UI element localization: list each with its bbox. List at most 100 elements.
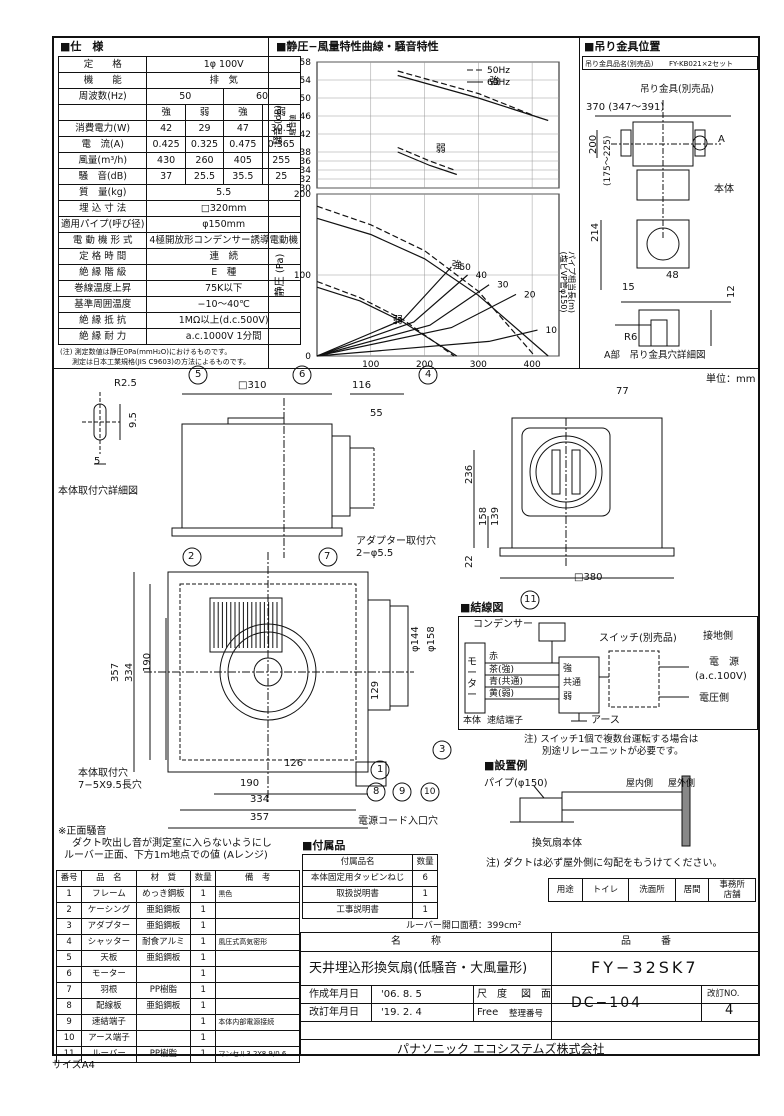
callout-7: 7: [324, 551, 331, 562]
parts-cell: 亜鉛鋼板: [135, 950, 192, 967]
parts-cell: 本体内部電源接続: [215, 1014, 300, 1031]
tb-company: パナソニック エコシステムズ株式会社: [397, 1042, 605, 1056]
spec-label: 埋 込 寸 法: [57, 200, 148, 217]
pressure-curve: [316, 280, 455, 357]
noise-weak-label: 弱: [436, 143, 446, 155]
parts-cell: 耐食アルミ: [135, 934, 192, 951]
wiring-earth: アース: [591, 715, 620, 726]
usage-item: 事務所 店舗: [708, 878, 756, 902]
pipe-resistance-curve: [316, 284, 490, 357]
parts-cell: アダプター: [81, 918, 137, 935]
noise-tick-label: 32: [300, 175, 311, 185]
plan-adapter-label: アダプター取付穴: [356, 536, 436, 547]
spec-label: 絶 縁 抵 抗: [57, 312, 148, 329]
wiring-note-1: 注) スイッチ1個で複数台運転する場合は: [524, 734, 699, 745]
callout-4: 4: [425, 369, 432, 380]
parts-cell: PP樹脂: [135, 1046, 192, 1063]
spec-note-1: (注) 測定数値は静圧0Pa(mmH₂O)におけるものです。: [60, 348, 232, 356]
hanger-dim-48: 48: [666, 270, 679, 281]
noise-tick-label: 58: [300, 58, 312, 68]
hanger-dim-15: 15: [622, 282, 635, 293]
parts-cell: [215, 918, 300, 935]
accessories-cell: 工事説明書: [301, 902, 414, 919]
parts-cell: 3: [55, 918, 83, 935]
accessories-header: 数量: [412, 854, 438, 871]
hole-d5: 5: [94, 456, 101, 467]
mount-hole-detail: [82, 392, 121, 465]
plan-dim-126: 126: [284, 758, 304, 769]
plan-dim-357: 357: [110, 662, 121, 682]
parts-cell: 亜鉛鋼板: [135, 902, 192, 919]
parts-cell: 1: [190, 982, 217, 999]
install-drawing: [510, 775, 691, 847]
parts-cell: 亜鉛鋼板: [135, 918, 192, 935]
pipe-length-label: 30: [497, 281, 509, 291]
pressure-tick-label: 200: [294, 190, 311, 200]
usage-label: 用途: [548, 878, 583, 902]
install-title: ■設置例: [484, 759, 528, 772]
noise-tick-label: 34: [300, 166, 312, 176]
wiring-power: 電 源: [709, 657, 739, 668]
pipe-label-2: (塩ビVP管φ150): [559, 251, 569, 312]
callout-5: 5: [195, 369, 202, 380]
plan-adapter-holes: 2−φ5.5: [356, 548, 394, 559]
spec-label: 消費電力(W): [57, 120, 148, 137]
pipe-length-label: 10: [545, 326, 557, 336]
chart-title: ■静圧−風量特性曲線・騒音特性: [276, 40, 439, 53]
parts-cell: めっき鋼板: [135, 886, 192, 903]
pipe-resistance-curve: [316, 274, 468, 357]
wiring-title: ■結線図: [460, 601, 504, 614]
parts-cell: [215, 982, 300, 999]
spec-row: 適用パイプ(呼び径)φ150mm: [57, 216, 301, 233]
pipe-resistance-curve: [316, 329, 538, 357]
parts-cell: 1: [190, 918, 217, 935]
spec-value: 37: [146, 168, 186, 185]
hanger-metal-label: 吊り金具(別売品): [640, 84, 714, 95]
title-block: 名 称 品 番 天井埋込形換気扇(低騒音・大風量形) FY−32SK7 作成年月…: [300, 932, 760, 1056]
spec-label: 適用パイプ(呼び径): [57, 216, 148, 233]
parts-cell: [135, 966, 192, 983]
parts-cell: [215, 950, 300, 967]
spec-row: 強弱強弱: [57, 104, 301, 121]
plan-callouts-bottom: [366, 740, 452, 802]
noise-tick-label: 42: [300, 130, 311, 140]
hanger-dim-200: 200: [588, 134, 599, 154]
spec-label: 風量(m³/h): [57, 152, 148, 169]
wire-blue: 青(共通): [489, 677, 524, 687]
spec-label: 電 動 機 形 式: [57, 232, 148, 249]
front-dim-55: 55: [370, 408, 383, 419]
pipe-resistance-curve: [316, 266, 452, 357]
usage-table: 用途トイレ洗面所居間事務所 店舗: [548, 878, 756, 902]
pipe-length-label: 50: [459, 263, 471, 273]
noise-note-1: ダクト吹出し音が測定室に入らないようにし: [72, 838, 272, 849]
wiring-power-voltage: (a.c.100V): [695, 671, 747, 682]
callout-2: 2: [188, 551, 195, 562]
parts-cell: モーター: [81, 966, 137, 983]
parts-cell: 1: [190, 950, 217, 967]
install-indoor: 屋内側: [626, 779, 654, 789]
legend-60hz: 60Hz: [487, 78, 510, 88]
spec-label: 機 能: [57, 72, 148, 89]
noise-tick-label: 30: [300, 184, 312, 194]
wiring-switch: スイッチ(別売品): [599, 633, 677, 644]
spec-value: 47: [223, 120, 263, 137]
usage-item: トイレ: [581, 878, 630, 902]
spec-label: [57, 104, 148, 121]
side-dim-77: 77: [616, 386, 629, 397]
parts-cell: 天板: [81, 950, 137, 967]
front-dim-310: □310: [238, 380, 267, 391]
spec-label: 騒 音(dB): [57, 168, 148, 185]
pipe-resistance-curve: [316, 293, 517, 357]
parts-cell: 1: [190, 886, 217, 903]
hanger-dim-370: 370 (347〜391): [586, 102, 665, 113]
callout-11-circle: [520, 590, 540, 610]
